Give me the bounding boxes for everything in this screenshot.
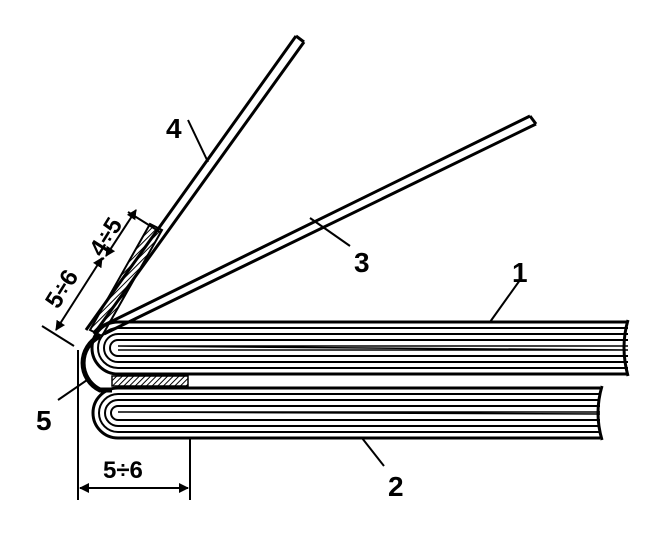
label-part-3: 3 [354,247,370,278]
dimension-diagonal [41,209,161,347]
upper-stack [90,319,630,377]
edge-wrapper [80,333,112,393]
dimension-diagonal-outer-label: 5÷6 [40,265,84,313]
dimension-bottom [77,350,191,500]
leaders [57,119,521,467]
label-part-2: 2 [388,471,404,502]
hatched-strip [111,375,189,387]
label-part-5: 5 [36,405,52,436]
lower-stack [91,385,604,441]
dimension-diagonal-inner-label: 4÷5 [84,213,128,261]
board-3 [97,114,538,336]
label-part-1: 1 [512,257,528,288]
label-part-4: 4 [166,113,182,144]
dimension-bottom-label: 5÷6 [103,457,143,484]
hatched-plate [88,222,164,338]
